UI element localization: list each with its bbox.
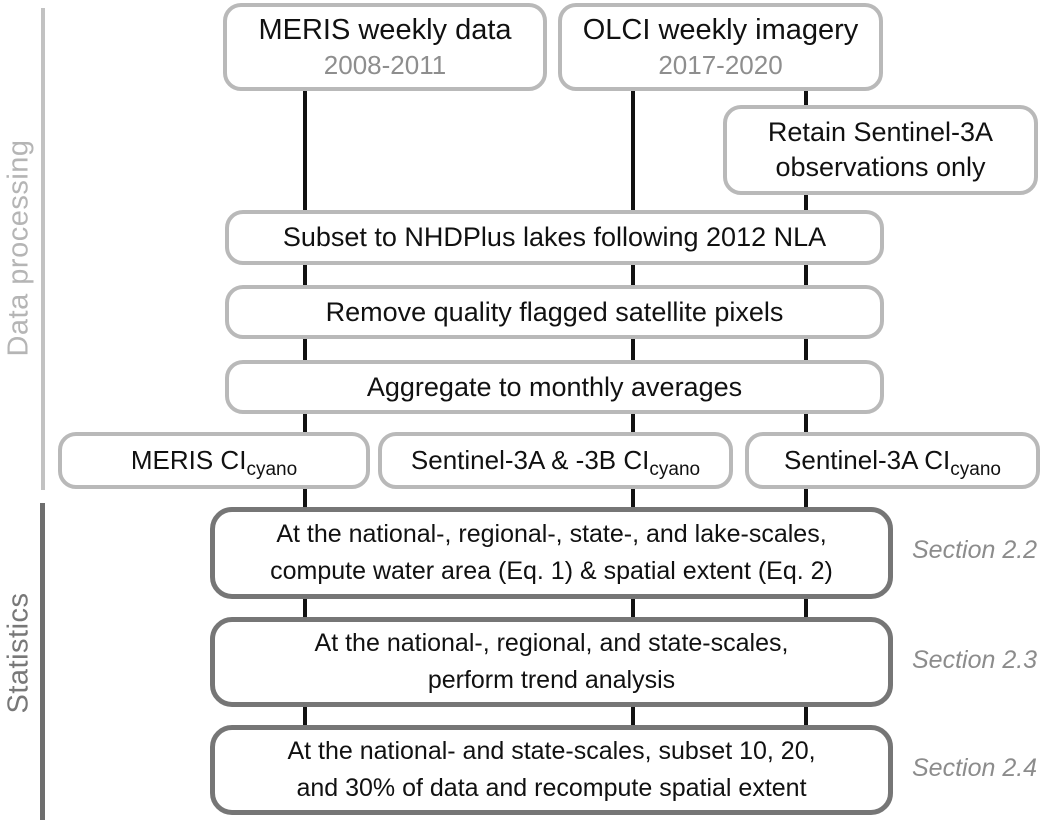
subset-step-label: Subset to NHDPlus lakes following 2012 N…	[282, 222, 827, 253]
retain-sentinel3a-box: Retain Sentinel-3A observations only	[723, 105, 1038, 195]
aggregate-step-label: Aggregate to monthly averages	[366, 371, 743, 402]
retain-line2: observations only	[775, 152, 986, 182]
compute-extent-line1: At the national-, regional-, state-, and…	[276, 519, 827, 548]
statistics-lane-line	[40, 503, 45, 820]
subset-step-box: Subset to NHDPlus lakes following 2012 N…	[225, 210, 884, 265]
meris-source-period: 2008-2011	[323, 49, 447, 80]
meris-cicyano-label: MERIS CIcyano	[130, 444, 298, 481]
compute-extent-line2: compute water area (Eq. 1) & spatial ext…	[270, 557, 833, 585]
olci-source-period: 2017-2020	[658, 49, 783, 80]
meris-source-title: MERIS weekly data	[258, 13, 512, 46]
statistics-lane-label: Statistics	[2, 592, 35, 714]
remove-flagged-step-box: Remove quality flagged satellite pixels	[225, 285, 884, 339]
compute-extent-stats-box: At the national-, regional-, state-, and…	[210, 507, 893, 599]
subset-recompute-line2: and 30% of data and recompute spatial ex…	[296, 774, 807, 802]
section-2-4-label: Section 2.4	[912, 754, 1038, 782]
section-2-2-label: Section 2.2	[912, 536, 1038, 564]
sentinel3ab-cicyano-label: Sentinel-3A & -3B CIcyano	[410, 444, 701, 481]
remove-flagged-step-label: Remove quality flagged satellite pixels	[325, 296, 784, 327]
sentinel3ab-cicyano-box: Sentinel-3A & -3B CIcyano	[378, 432, 733, 489]
meris-cicyano-box: MERIS CIcyano	[58, 432, 370, 489]
trend-analysis-stats-box: At the national-, regional, and state-sc…	[210, 617, 893, 707]
olci-source-box: OLCI weekly imagery 2017-2020	[558, 3, 883, 91]
olci-source-title: OLCI weekly imagery	[582, 13, 859, 46]
retain-line1: Retain Sentinel-3A	[767, 117, 994, 148]
sentinel3a-cicyano-box: Sentinel-3A CIcyano	[745, 432, 1040, 489]
subset-recompute-line1: At the national- and state-scales, subse…	[287, 736, 816, 765]
data-processing-lane-line	[41, 8, 45, 490]
meris-source-box: MERIS weekly data 2008-2011	[223, 3, 547, 91]
sentinel3a-cicyano-label: Sentinel-3A CIcyano	[784, 444, 1001, 481]
trend-analysis-line1: At the national-, regional, and state-sc…	[314, 628, 789, 657]
section-2-3-label: Section 2.3	[912, 646, 1038, 674]
trend-analysis-line2: perform trend analysis	[427, 666, 676, 694]
subset-recompute-stats-box: At the national- and state-scales, subse…	[210, 725, 893, 815]
data-processing-lane-label: Data processing	[2, 139, 35, 357]
aggregate-step-box: Aggregate to monthly averages	[225, 360, 884, 414]
